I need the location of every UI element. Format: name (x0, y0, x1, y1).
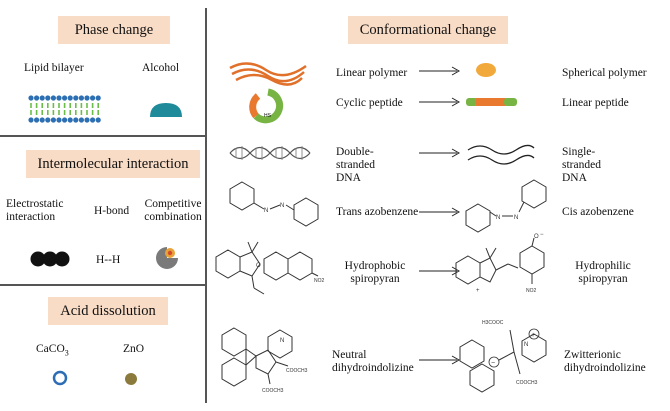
dhi-plus: + (531, 332, 535, 339)
linear-peptide-icon (466, 98, 517, 106)
arrow-1 (419, 66, 461, 76)
linear-polymer-icon (229, 62, 307, 86)
zwitterionic-dihydroindolizine-icon: H3COOC − COOCH3 + N (459, 320, 547, 393)
cis-azobenzene-label: Cis azobenzene (562, 206, 634, 218)
double-stranded-dna-label: Double-stranded DNA (336, 146, 375, 184)
acid-header: Acid dissolution (48, 297, 168, 325)
zwitterionic-dihydroindolizine-label: Zwitterionic dihydroindolizine (564, 349, 646, 374)
caco3-label: CaCO3 (36, 343, 69, 358)
electrostatic-label: Electrostatic interaction (6, 198, 64, 223)
phase-change-header: Phase change (58, 16, 170, 44)
azo-n-2: N (280, 203, 284, 209)
hbond-symbol: H--H (96, 254, 121, 266)
spherical-polymer-label: Spherical polymer (562, 67, 647, 79)
zno-label: ZnO (123, 343, 145, 355)
hydrophobic-spiropyran-label: Hydrophobic spiropyran (344, 260, 406, 285)
dhi-minus: − (491, 360, 495, 367)
azo-n-1: N (264, 208, 268, 214)
dhi-ester-3: H3COOC (482, 320, 504, 326)
lipid-bilayer-icon (28, 95, 101, 123)
alcohol-label: Alcohol (142, 62, 180, 74)
hydrophilic-spiropyran-icon: O − + NO2 (455, 232, 545, 294)
caco3-icon (52, 370, 68, 386)
plus-charge: + (476, 288, 480, 294)
vertical-divider (205, 8, 207, 403)
hydrophilic-spiropyran-label: Hydrophilic spiropyran (575, 260, 631, 285)
electrostatic-icon (30, 251, 70, 267)
cyclic-peptide-icon: HS (249, 88, 284, 124)
arrow-6 (419, 355, 461, 365)
azo-cis-n-2: N (496, 215, 500, 221)
horizontal-divider-2 (0, 284, 206, 286)
cyclic-peptide-label: Cyclic peptide (336, 97, 403, 109)
dhi-ester-2: COOCH3 (286, 368, 308, 374)
spiro-no2-2: NO2 (526, 288, 537, 294)
azo-cis-n-1: N (514, 215, 518, 221)
horizontal-divider-1 (0, 135, 206, 137)
hydrophobic-spiropyran-icon: O NO2 (215, 241, 325, 295)
competitive-icon (156, 247, 178, 269)
intermolecular-header: Intermolecular interaction (26, 150, 200, 178)
cis-azobenzene-icon: N N (465, 179, 547, 233)
spiro-no2-1: NO2 (314, 278, 325, 284)
dhi-ester-4: COOCH3 (516, 380, 538, 386)
zno-icon (125, 373, 137, 385)
linear-peptide-label: Linear peptide (562, 97, 629, 109)
double-stranded-dna-icon (229, 146, 311, 160)
trans-azobenzene-icon: N N (229, 181, 319, 227)
spiro-o-1: O (256, 263, 261, 269)
arrow-5 (419, 266, 461, 276)
arrow-2 (419, 97, 461, 107)
neutral-dihydroindolizine-label: Neutral dihydroindolizine (332, 349, 414, 374)
lipid-bilayer-label: Lipid bilayer (24, 62, 84, 74)
hs-label: HS (264, 113, 272, 119)
neutral-dihydroindolizine-icon: N COOCH3 COOCH3 (221, 327, 308, 394)
hbond-label: H-bond (94, 205, 130, 217)
competitive-label: Competitive combination (144, 198, 202, 223)
spherical-polymer-icon (476, 63, 496, 77)
alcohol-icon (150, 103, 182, 117)
dhi-ester-1: COOCH3 (262, 388, 284, 394)
dhi-n-1: N (280, 338, 284, 344)
dhi-n-2: N (524, 342, 528, 348)
trans-azobenzene-label: Trans azobenzene (336, 206, 419, 218)
spiro-o-2: O (534, 234, 539, 240)
arrow-4 (419, 207, 461, 217)
minus-charge: − (540, 232, 544, 238)
arrow-3 (419, 148, 461, 158)
single-stranded-dna-label: Single-stranded DNA (562, 146, 601, 184)
linear-polymer-label: Linear polymer (336, 67, 408, 79)
conformational-header: Conformational change (348, 16, 508, 44)
single-stranded-dna-icon (467, 144, 535, 165)
